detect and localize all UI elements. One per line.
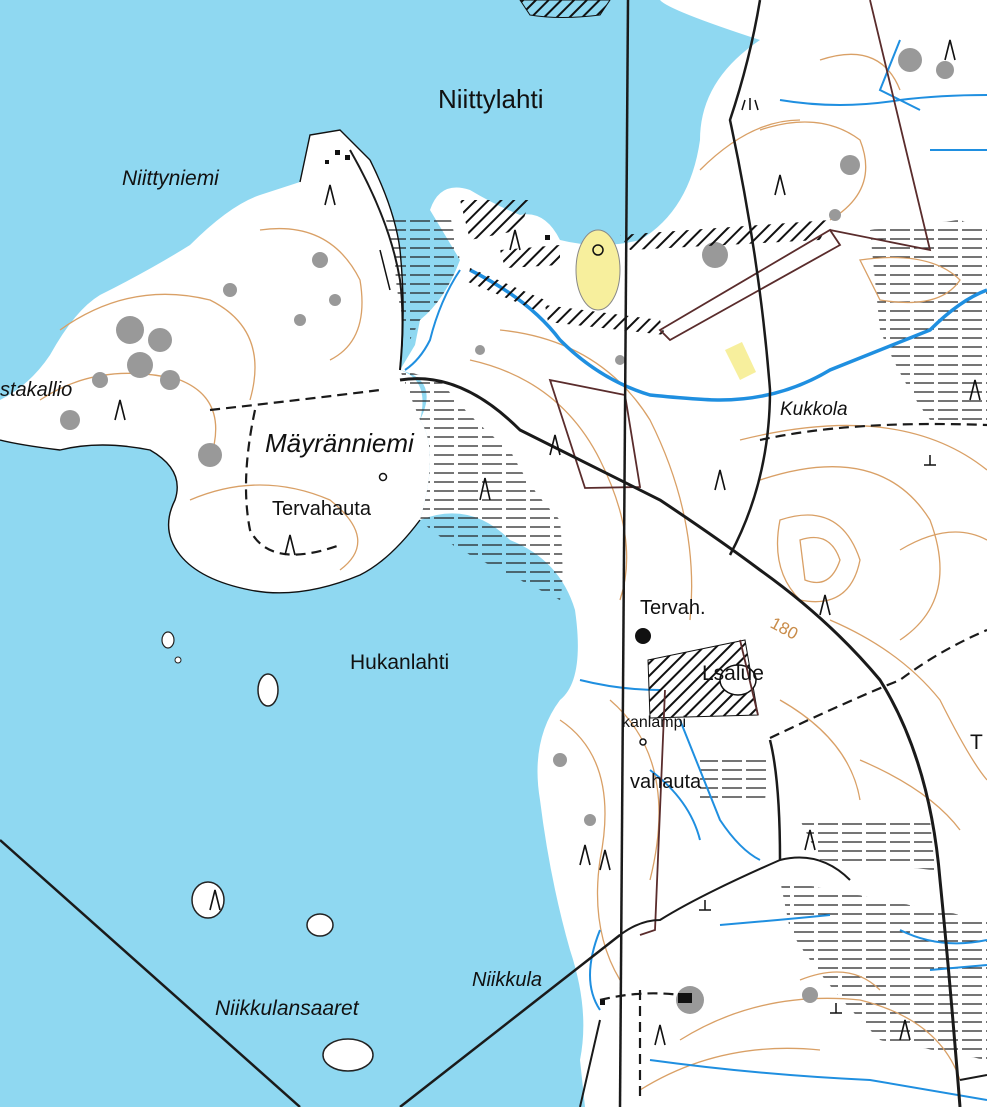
marsh-area [870, 220, 987, 420]
island [174, 656, 182, 664]
vegetation-dots [60, 48, 954, 1014]
marsh-area [400, 370, 563, 600]
shoreline [0, 129, 421, 594]
label-niikkulansaaret: Niikkulansaaret [215, 997, 359, 1020]
built-areas [460, 200, 830, 719]
marsh-area [800, 820, 935, 870]
island [257, 673, 279, 707]
rock-symbols [114, 39, 981, 1046]
shoreline-strip [519, 0, 611, 18]
label-alue: Lsalue [702, 662, 764, 685]
island [191, 881, 225, 919]
island [306, 913, 334, 937]
streams [404, 39, 987, 1101]
label-tervah: Tervah. [640, 597, 706, 619]
field-area [725, 342, 756, 380]
label-edge-t: T [970, 731, 983, 754]
label-mayranniemi: Mäyränniemi [265, 428, 414, 458]
label-kukkola: Kukkola [780, 399, 848, 420]
label-niikkula: Niikkula [472, 969, 543, 991]
label-niittyniemi: Niittyniemi [122, 167, 219, 190]
tick-symbols [379, 98, 936, 1014]
buildings [325, 150, 692, 1005]
label-hukanlahti: Hukanlahti [350, 651, 450, 674]
mayranniemi-peninsula [0, 130, 430, 593]
label-vahauta: vahauta [630, 771, 702, 793]
vahauta-symbol [639, 738, 647, 746]
marsh-area [700, 760, 770, 800]
marsh-area [780, 880, 987, 1060]
label-kallio: stakallio [0, 379, 73, 401]
field-area [575, 229, 621, 311]
label-niittylahti: Niittylahti [438, 84, 544, 114]
boundary-lines [548, 0, 932, 936]
island [161, 631, 175, 649]
tervah-dot [635, 628, 651, 644]
label-lampi: kanlampi [622, 714, 687, 731]
island [322, 1038, 374, 1072]
tervahauta-symbol [378, 472, 388, 482]
dashed-tracks [209, 388, 987, 1100]
label-tervahauta-west: Tervahauta [272, 498, 371, 520]
